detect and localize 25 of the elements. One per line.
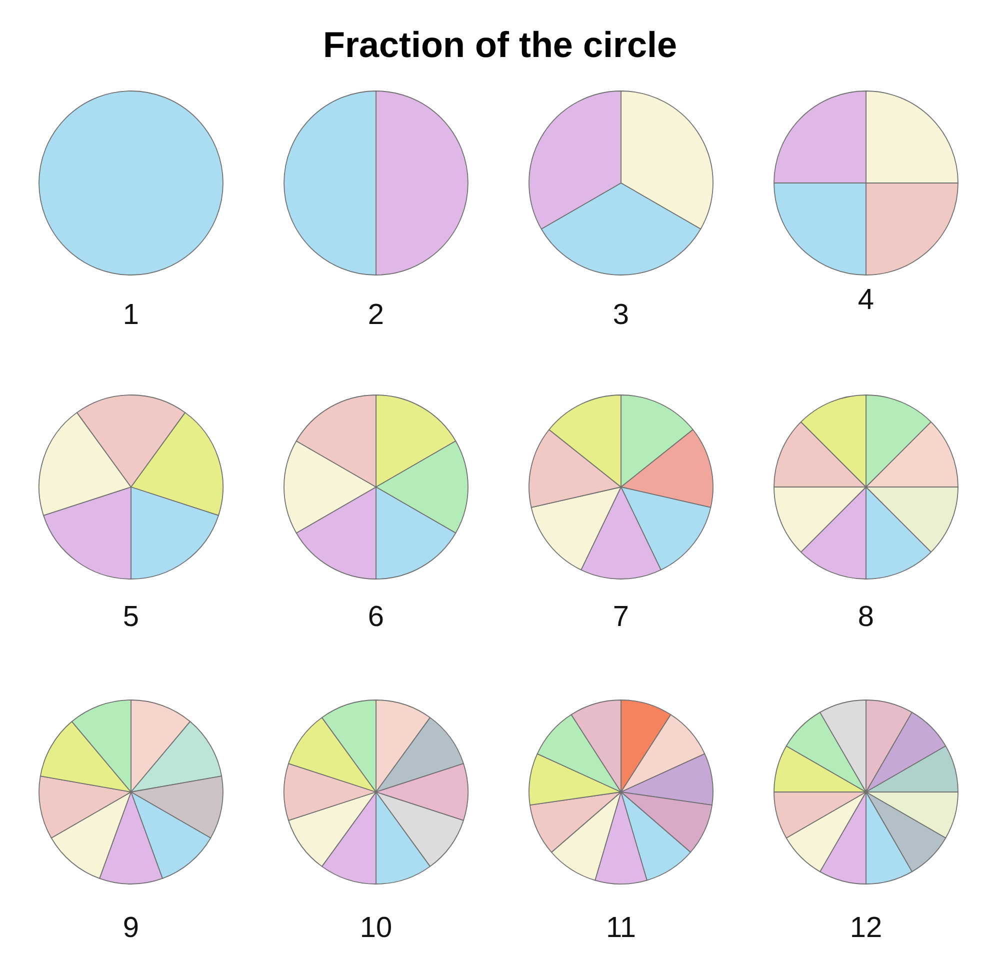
- divided-circle-drawing: [773, 90, 959, 276]
- divided-circle-drawing: [283, 699, 469, 885]
- fraction-number: 11: [606, 911, 636, 945]
- divided-circle-drawing: [283, 90, 469, 276]
- divided-circle-drawing: [773, 699, 959, 885]
- fraction-number: 6: [368, 600, 384, 634]
- diagram-title: Fraction of the circle: [322, 23, 678, 67]
- fraction-number: 10: [360, 911, 392, 945]
- divided-circle-drawing: [38, 699, 224, 885]
- divided-circle-drawing: [38, 90, 224, 276]
- divided-circle-drawing: [283, 394, 469, 580]
- fraction-number: 8: [858, 600, 874, 634]
- fraction-number: 1: [122, 298, 140, 332]
- fraction-number: 5: [122, 600, 140, 634]
- divided-circle-drawing: [773, 394, 959, 580]
- fraction-number: 3: [612, 298, 630, 332]
- fraction-number: 7: [612, 600, 630, 634]
- divided-circle-drawing: [38, 394, 224, 580]
- fraction-number: 2: [368, 298, 384, 332]
- fraction-number: 9: [122, 911, 140, 945]
- fraction-number: 12: [850, 911, 882, 945]
- divided-circle-drawing: [528, 90, 714, 276]
- fraction-number: 4: [858, 283, 874, 317]
- divided-circle-drawing: [528, 699, 714, 885]
- divided-circle-drawing: [528, 394, 714, 580]
